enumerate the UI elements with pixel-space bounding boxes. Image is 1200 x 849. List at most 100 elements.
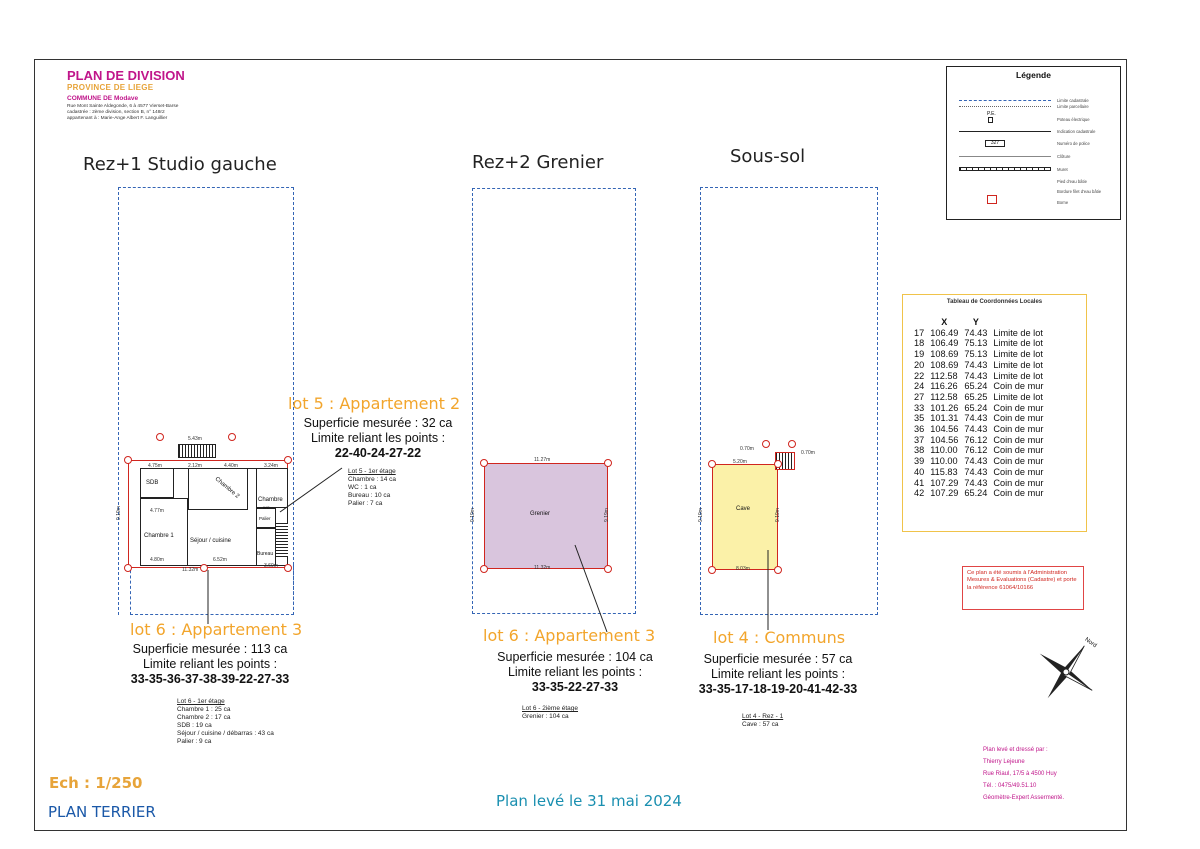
- table-row: 20 108.69 74.43 Limite de lot: [911, 360, 1046, 371]
- table-cell: 74.43: [964, 359, 988, 370]
- dim-label: 4.75m: [148, 463, 162, 469]
- surveyor-address: Rue Riaul, 17/5 à 4500 Huy: [983, 771, 1057, 777]
- table-cell: Coin de mur: [993, 445, 1044, 456]
- table-cell: 106.49: [930, 338, 959, 349]
- table-cell: Limite de lot: [993, 327, 1043, 338]
- dim-label: 6.52m: [213, 557, 227, 563]
- table-cell: Limite de lot: [993, 359, 1043, 370]
- survey-point: [480, 565, 488, 573]
- dim-label: 5.20m: [733, 459, 747, 465]
- parcel-outline-1-bottom: [130, 565, 294, 615]
- column-header: X: [941, 317, 948, 327]
- table-cell: 19: [914, 349, 925, 360]
- room-label-wc: WC: [263, 505, 270, 510]
- lot4-limit-label: Limite reliant les points :: [710, 667, 846, 681]
- legend-title: Légende: [1016, 70, 1051, 80]
- walls-rez1: [140, 468, 288, 566]
- lot6a-detail-title: Lot 6 - 1er étage: [177, 698, 225, 705]
- table-cell: 22: [914, 370, 925, 381]
- lot6b-limit-label: Limite reliant les points :: [507, 665, 643, 679]
- survey-point: [762, 440, 770, 448]
- dim-label: 0.70m: [740, 446, 754, 452]
- table-cell: 76.12: [964, 434, 988, 445]
- legend-label: Limite cadastrale: [1057, 98, 1089, 103]
- surveyor-title: Géomètre-Expert Assermenté.: [983, 795, 1065, 801]
- room-bureau: [256, 528, 276, 566]
- dim-label: 0.70m: [801, 450, 815, 456]
- table-cell: 74.43: [964, 424, 988, 435]
- lot6b-detail-title: Lot 6 - 2ième étage: [522, 705, 579, 712]
- table-cell: 40: [914, 466, 925, 477]
- lot5-info: Superficie mesurée : 32 ca Limite relian…: [288, 416, 468, 461]
- lot5-detail-title: Lot 5 - 1er étage: [348, 468, 396, 475]
- survey-point: [156, 433, 164, 441]
- table-cell: 37: [914, 434, 925, 445]
- owner-line: appartenant à : Marie-Ange Albert F. Lan…: [67, 116, 168, 121]
- lot6a-detail-item: Chambre 2 : 17 ca: [177, 714, 231, 721]
- table-cell: 20: [914, 359, 925, 370]
- table-header-row: X Y: [911, 317, 1046, 328]
- table-cell: 75.13: [964, 338, 988, 349]
- table-cell: 65.24: [964, 381, 988, 392]
- legend-symbol-fence: [959, 156, 1051, 157]
- lot6a-detail-item: Palier : 9 ca: [177, 738, 212, 745]
- lot6b-area: Superficie mesurée : 104 ca: [497, 650, 653, 664]
- room-label-sdb: SDB: [146, 480, 159, 486]
- legend-label: Clôture: [1057, 154, 1071, 159]
- survey-point: [124, 564, 132, 572]
- survey-point: [604, 459, 612, 467]
- lot6a-name: lot 6 : Appartement 3: [130, 620, 303, 639]
- plan-frame: [34, 59, 1127, 831]
- table-cell: Limite de lot: [993, 349, 1043, 360]
- room-label-chambre1: Chambre 1: [144, 533, 174, 539]
- column-header: Y: [972, 317, 979, 327]
- survey-point: [200, 564, 208, 572]
- table-cell: 115.83: [930, 466, 958, 477]
- survey-point: [604, 565, 612, 573]
- survey-point: [708, 566, 716, 574]
- surveyor-name: Thierry Lejeune: [983, 759, 1025, 765]
- dim-label: 3.24m: [264, 463, 278, 469]
- table-cell: 112.58: [930, 391, 958, 402]
- balcony: [178, 444, 216, 458]
- table-cell: 74.43: [964, 477, 988, 488]
- section-title-sous-sol: Sous-sol: [730, 146, 806, 167]
- province-label: PROVINCE DE LIEGE: [67, 83, 154, 92]
- table-cell: Coin de mur: [993, 402, 1044, 413]
- lot6b-name: lot 6 : Appartement 3: [483, 626, 656, 645]
- table-cell: 74.43: [964, 327, 988, 338]
- survey-point: [708, 460, 716, 468]
- lot4-detail: Lot 4 - Rez - 1 Cave : 57 ca: [742, 713, 783, 729]
- scale-label: Ech : 1/250: [49, 774, 143, 792]
- table-cell: 74.43: [964, 456, 988, 467]
- dim-label: 3.69m: [264, 563, 278, 569]
- address-line: Rue Mont Sainte Aldegonde, 6 à 4577 Vier…: [67, 104, 179, 109]
- room-chambre: [256, 468, 288, 508]
- table-cell: 108.69: [930, 359, 959, 370]
- lot6a-detail-item: Séjour / cuisine / débarras : 43 ca: [177, 730, 274, 737]
- survey-point: [124, 456, 132, 464]
- room-chambre2: [188, 468, 248, 510]
- legend-label: Indication cadastrale: [1057, 129, 1096, 134]
- dim-label: 11.32m: [182, 567, 199, 573]
- legend-police-number: 327: [985, 140, 1005, 147]
- table-cell: Limite de lot: [993, 370, 1043, 381]
- survey-point: [788, 440, 796, 448]
- table-cell: 24: [914, 381, 925, 392]
- room-chambre1: [140, 498, 188, 566]
- lot5-points: 22-40-24-27-22: [334, 446, 422, 460]
- table-cell: 106.49: [930, 327, 959, 338]
- lot6a-points: 33-35-36-37-38-39-22-27-33: [130, 672, 290, 686]
